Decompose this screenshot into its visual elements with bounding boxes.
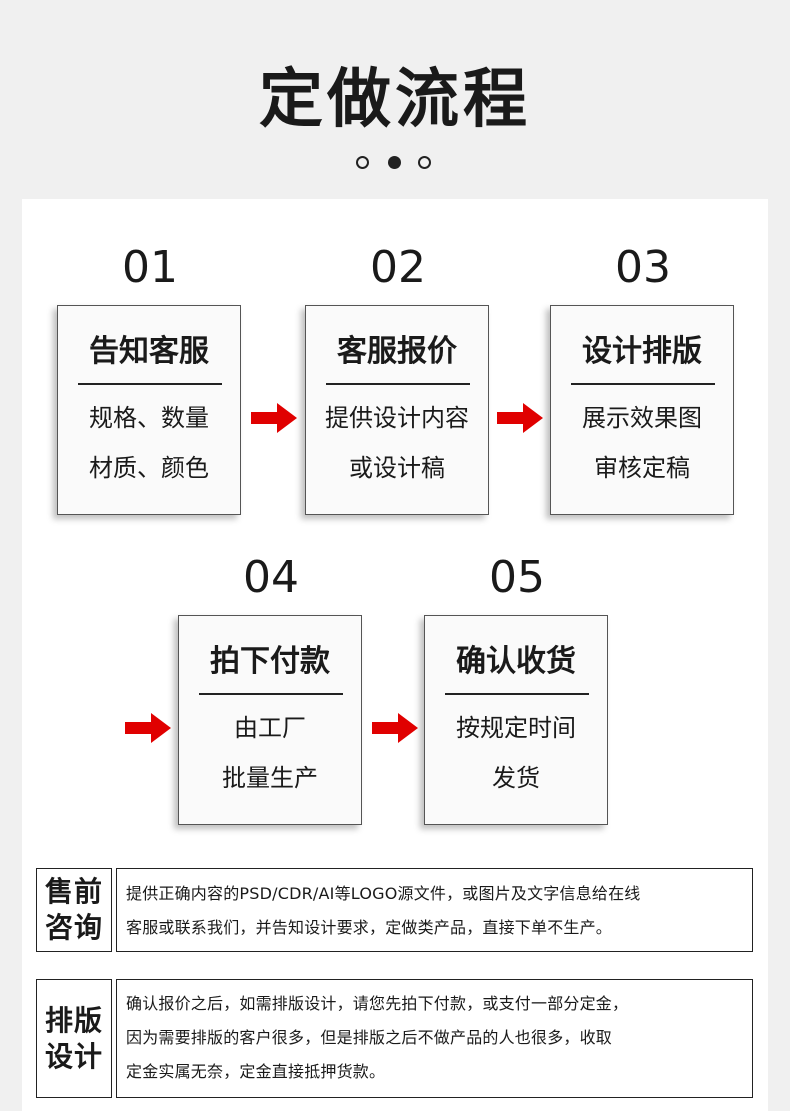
step-number-03: 03 xyxy=(615,242,671,293)
note-label-line: 售前 xyxy=(44,875,103,908)
step-detail-line: 发货 xyxy=(492,764,540,792)
divider xyxy=(571,383,715,385)
dot-center xyxy=(388,156,401,169)
divider xyxy=(326,383,470,385)
divider xyxy=(445,693,589,695)
step-detail-line: 审核定稿 xyxy=(594,454,690,482)
step-card-05: 确认收货 按规定时间 发货 xyxy=(424,615,608,825)
note-text-line: 因为需要排版的客户很多，但是排版之后不做产品的人也很多，收取 xyxy=(126,1028,613,1047)
step-title: 告知客服 xyxy=(89,334,209,369)
step-title: 设计排版 xyxy=(582,334,702,369)
note-body-layout-design: 确认报价之后，如需排版设计，请您先拍下付款，或支付一部分定金， 因为需要排版的客… xyxy=(116,979,753,1098)
step-number-04: 04 xyxy=(243,552,299,603)
step-title: 确认收货 xyxy=(456,644,576,679)
step-number-02: 02 xyxy=(370,242,426,293)
divider xyxy=(78,383,222,385)
step-card-02: 客服报价 提供设计内容 或设计稿 xyxy=(305,305,489,515)
step-detail-line: 批量生产 xyxy=(222,764,318,792)
note-text-line: 确认报价之后，如需排版设计，请您先拍下付款，或支付一部分定金， xyxy=(126,994,629,1013)
decorative-dots xyxy=(0,156,790,170)
note-label-presale: 售前 咨询 xyxy=(36,868,112,952)
step-detail-line: 材质、颜色 xyxy=(89,454,209,482)
arrow-right-icon xyxy=(497,403,543,433)
step-number-01: 01 xyxy=(122,242,178,293)
dot-right xyxy=(418,156,431,169)
arrow-right-icon xyxy=(251,403,297,433)
divider xyxy=(199,693,343,695)
step-detail-line: 按规定时间 xyxy=(456,714,576,742)
note-body-presale: 提供正确内容的PSD/CDR/AI等LOGO源文件，或图片及文字信息给在线 客服… xyxy=(116,868,753,952)
note-label-line: 排版 xyxy=(44,1003,103,1037)
note-label-line: 咨询 xyxy=(44,911,103,944)
dot-left xyxy=(356,156,369,169)
step-detail-line: 提供设计内容 xyxy=(325,404,469,432)
page-title: 定做流程 xyxy=(259,63,531,137)
note-label-line: 设计 xyxy=(44,1039,103,1073)
note-text-line: 定金实属无奈，定金直接抵押货款。 xyxy=(126,1062,386,1081)
arrow-right-icon xyxy=(125,713,171,743)
note-text-line: 客服或联系我们，并告知设计要求，定做类产品，直接下单不生产。 xyxy=(126,918,613,937)
step-number-05: 05 xyxy=(489,552,545,603)
note-label-layout-design: 排版 设计 xyxy=(36,979,112,1098)
arrow-right-icon xyxy=(372,713,418,743)
step-detail-line: 展示效果图 xyxy=(582,404,702,432)
note-text-line: 提供正确内容的PSD/CDR/AI等LOGO源文件，或图片及文字信息给在线 xyxy=(126,884,641,903)
step-detail-line: 由工厂 xyxy=(234,714,306,742)
step-detail-line: 规格、数量 xyxy=(89,404,209,432)
step-detail-line: 或设计稿 xyxy=(349,454,445,482)
step-card-04: 拍下付款 由工厂 批量生产 xyxy=(178,615,362,825)
step-card-03: 设计排版 展示效果图 审核定稿 xyxy=(550,305,734,515)
step-title: 拍下付款 xyxy=(210,644,330,679)
step-card-01: 告知客服 规格、数量 材质、颜色 xyxy=(57,305,241,515)
step-title: 客服报价 xyxy=(337,334,457,369)
